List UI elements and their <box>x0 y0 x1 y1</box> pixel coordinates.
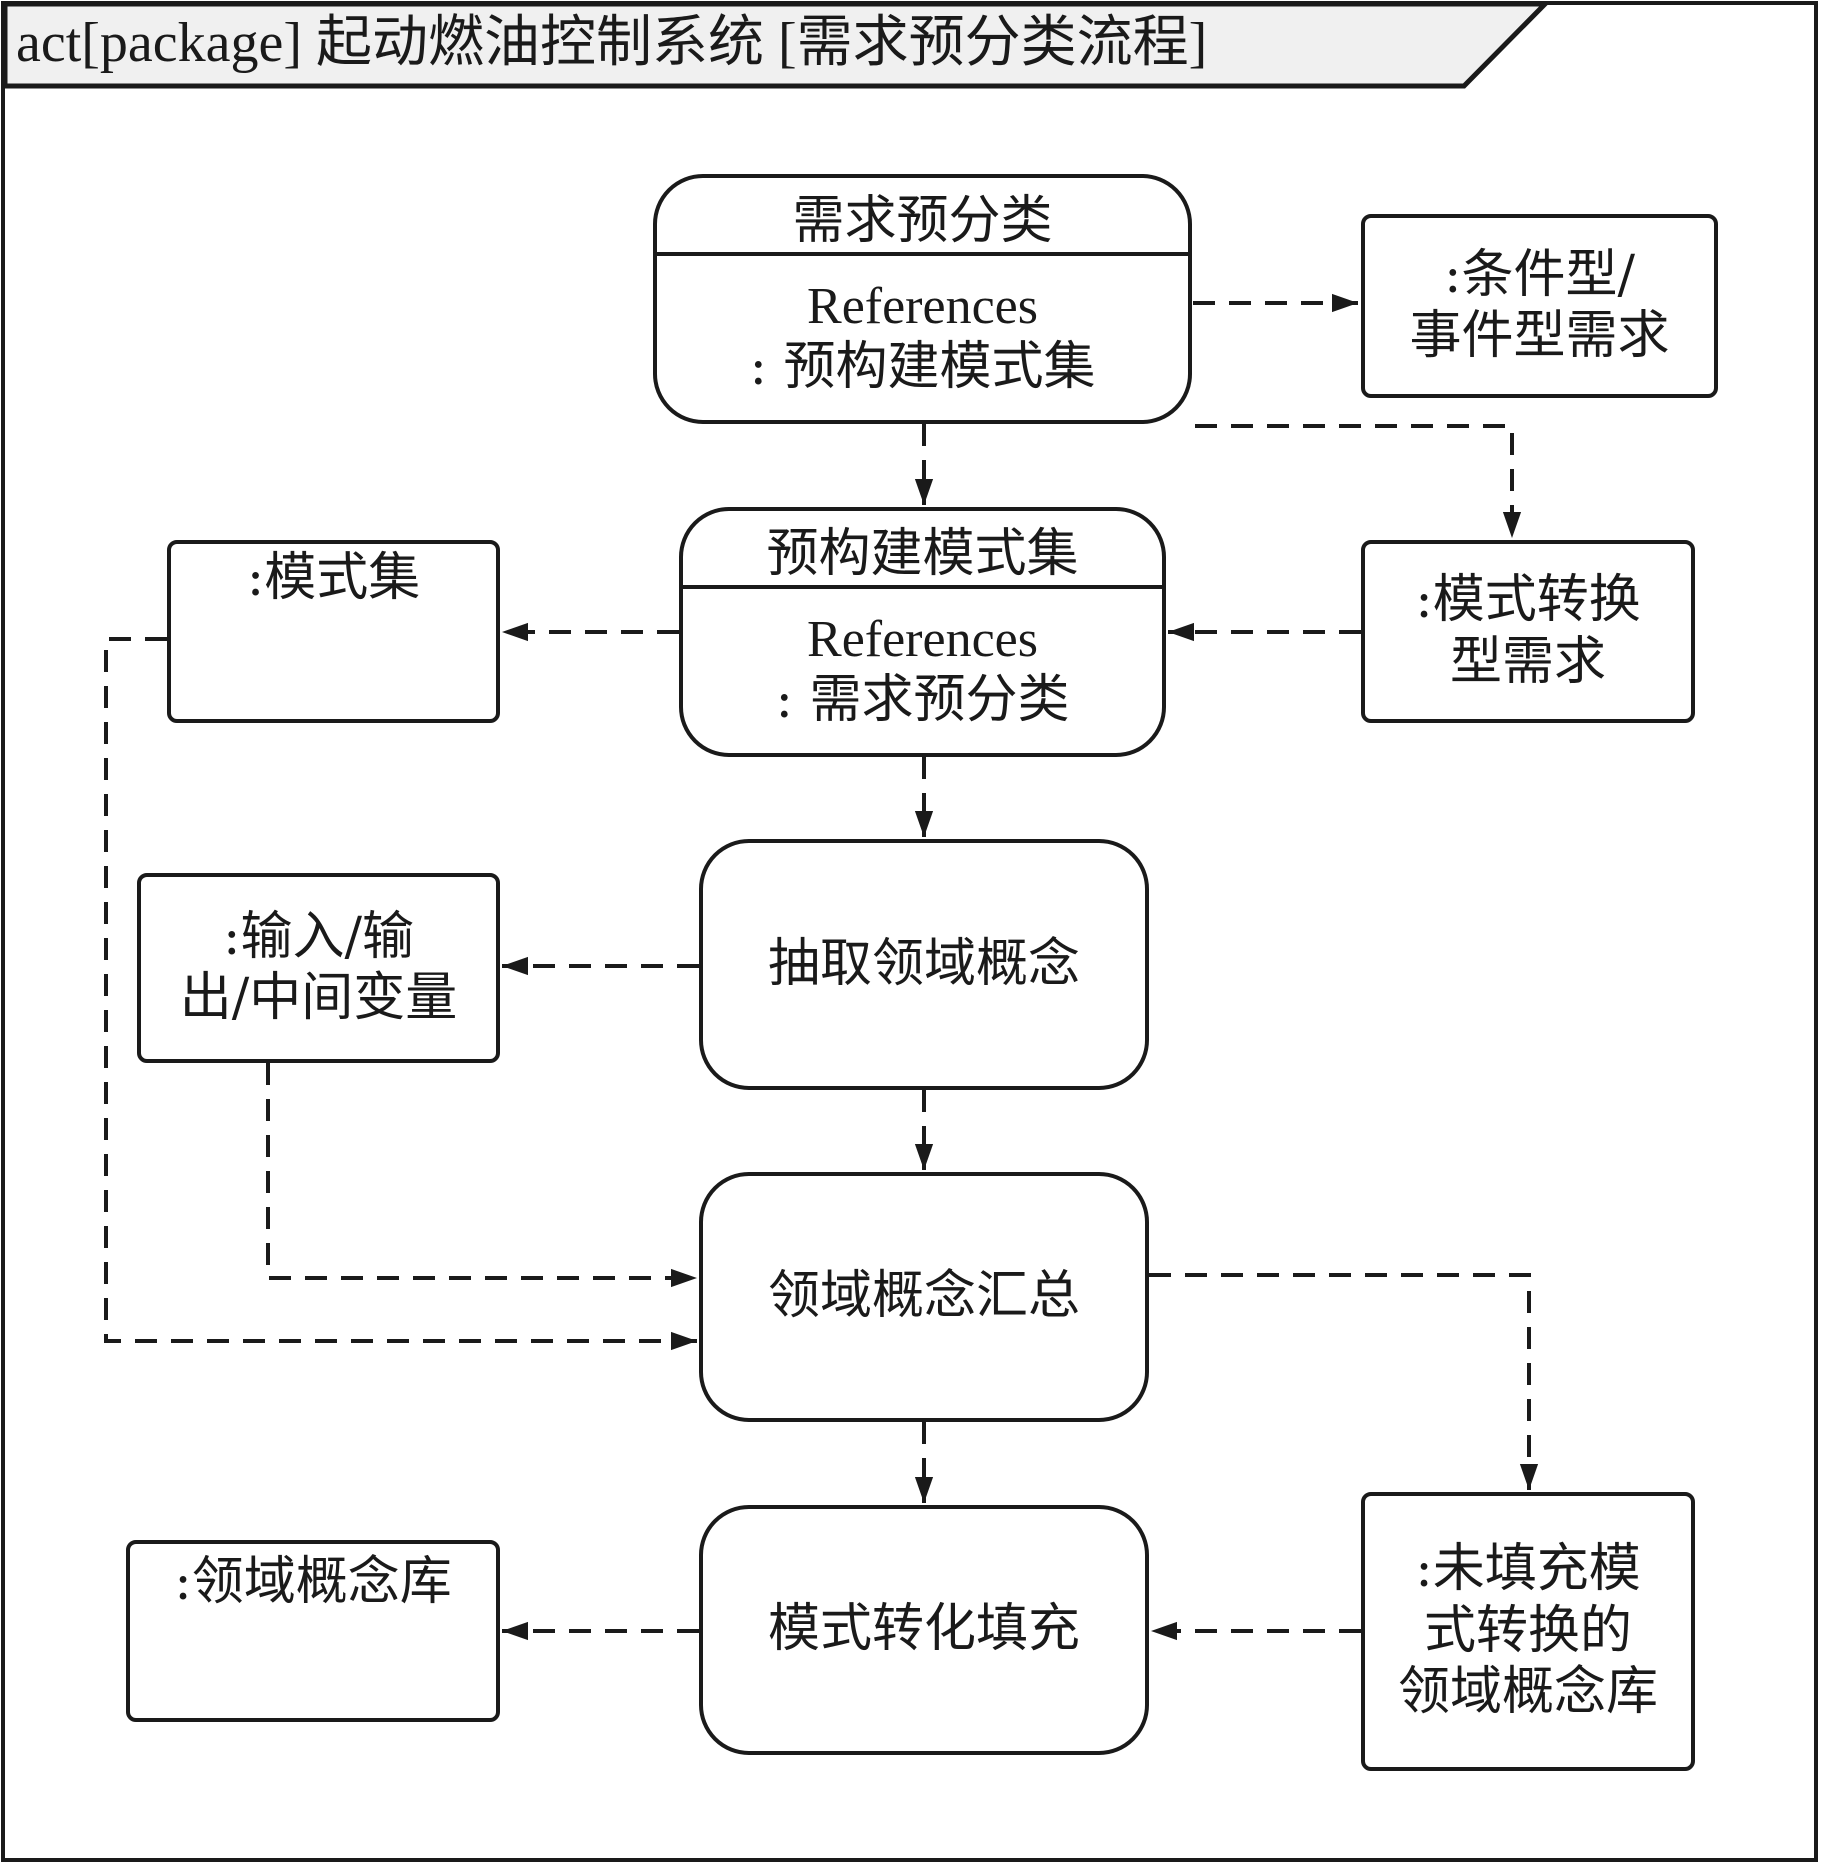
action-label: 抽取领域概念 <box>767 933 1080 994</box>
object-conditional-event-req: :条件型/ 事件型需求 <box>1363 216 1716 396</box>
action-domain-concept-summary-box[interactable] <box>699 1172 1149 1422</box>
object-label-line: :模式集 <box>246 548 421 608</box>
references-target: : 预构建模式集 <box>749 337 1096 397</box>
object-mode-transform-req: :模式转换 型需求 <box>1363 542 1693 721</box>
object-label-line: 式转换的 <box>1423 1600 1632 1661</box>
references-target: : 需求预分类 <box>775 670 1070 730</box>
object-label-line: 领域概念库 <box>1397 1662 1658 1723</box>
object-unfilled-concept-lib: :未填充模 式转换的 领域概念库 <box>1363 1494 1693 1769</box>
action-name: 需求预分类 <box>792 190 1053 251</box>
object-label-line: 事件型需求 <box>1409 306 1670 366</box>
object-label-line: 型需求 <box>1449 631 1606 692</box>
action-extract-domain-concepts-box[interactable] <box>699 839 1149 1090</box>
action-domain-concept-summary: 领域概念汇总 <box>701 1174 1147 1420</box>
action-pattern-transform-fill-box[interactable] <box>699 1505 1149 1755</box>
object-label-line: :领域概念库 <box>174 1552 452 1612</box>
action-name: 预构建模式集 <box>766 523 1079 584</box>
references-keyword: References <box>807 610 1038 668</box>
action-references: References : 预构建模式集 <box>655 256 1190 418</box>
object-label-line: :输入/输 <box>222 906 415 967</box>
object-label-line: :模式转换 <box>1415 570 1641 631</box>
edge-io-to-summary <box>266 1063 697 1288</box>
edge-summary-to-unfilled <box>1149 1273 1539 1490</box>
action-references: References : 需求预分类 <box>681 589 1164 751</box>
action-requirement-preclassification-box[interactable] <box>653 174 1192 424</box>
frame-title-tab <box>2 1 1551 89</box>
edge-pattern-set-to-summary <box>104 637 697 1351</box>
frame-title: act[package] 起动燃油控制系统 [需求预分类流程] <box>16 12 1208 74</box>
object-io-variables: :输入/输 出/中间变量 <box>139 875 498 1061</box>
object-domain-concept-lib: :领域概念库 <box>128 1552 498 1642</box>
object-label-line: 出/中间变量 <box>179 968 458 1028</box>
object-label-line: :条件型/ <box>1443 244 1636 305</box>
object-pattern-set-box[interactable] <box>167 540 500 723</box>
object-mode-transform-req-box[interactable] <box>1361 540 1695 723</box>
object-label-line: :未填充模 <box>1415 1539 1641 1600</box>
object-unfilled-concept-lib-box[interactable] <box>1361 1492 1695 1771</box>
object-io-variables-box[interactable] <box>137 873 500 1063</box>
action-prebuilt-pattern-set-box[interactable] <box>679 507 1166 757</box>
object-conditional-event-req-box[interactable] <box>1361 214 1718 398</box>
action-extract-domain-concepts: 抽取领域概念 <box>701 841 1147 1088</box>
edge-preclass-to-mode-transform <box>1195 424 1522 538</box>
object-domain-concept-lib-box[interactable] <box>126 1540 500 1722</box>
action-label: 模式转化填充 <box>767 1599 1080 1660</box>
object-pattern-set: :模式集 <box>169 548 498 648</box>
action-label: 领域概念汇总 <box>767 1266 1080 1327</box>
references-keyword: References <box>807 277 1038 335</box>
action-pattern-transform-fill: 模式转化填充 <box>701 1507 1147 1753</box>
